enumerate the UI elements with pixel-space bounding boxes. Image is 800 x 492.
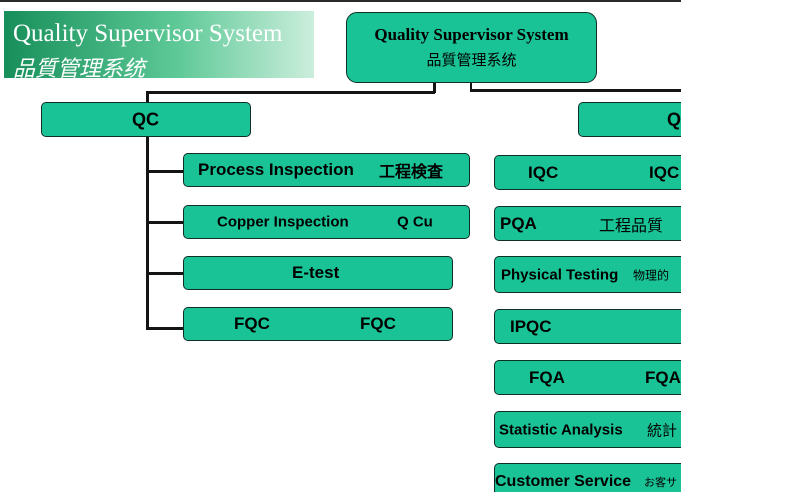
ipqc-node: IPQC xyxy=(494,309,681,344)
connector-qc-child-4 xyxy=(146,327,184,330)
e-test-node: E-test xyxy=(183,256,453,290)
copper-inspection-node: Copper Inspection Q Cu xyxy=(183,205,470,239)
connector-qc-child-2 xyxy=(146,221,184,224)
connector-to-qc xyxy=(146,91,149,103)
statistic-analysis-sub: 統計 xyxy=(647,422,678,439)
process-inspection-node: Process Inspection 工程検査 xyxy=(183,153,470,187)
connector-root-down xyxy=(433,83,436,93)
root-node-chinese: 品質管理系统 xyxy=(426,51,517,69)
physical-testing-node: Physical Testing 物理的 xyxy=(494,256,681,293)
q-node: Q xyxy=(578,102,681,137)
fqa-node: FQA FQA xyxy=(494,360,681,395)
connector-qc-child-1 xyxy=(146,170,184,173)
iqc-node: IQC IQC xyxy=(494,155,681,190)
root-node-english: Quality Supervisor System xyxy=(374,25,569,44)
title-english: Quality Supervisor System xyxy=(13,20,283,47)
ipqc-label: IPQC xyxy=(510,316,552,336)
pqa-label: PQA xyxy=(500,213,537,233)
customer-service-node: Customer Service お客サ xyxy=(494,463,681,492)
qc-node-label: QC xyxy=(132,109,159,129)
connector-horizontal-left xyxy=(146,91,435,94)
fqa-label: FQA xyxy=(529,367,565,387)
top-rule xyxy=(0,0,681,2)
fqc-sub: FQC xyxy=(360,314,396,333)
connector-root-right-down xyxy=(470,83,472,91)
customer-service-sub: お客サ xyxy=(644,476,677,489)
pqa-node: PQA 工程品質 xyxy=(494,206,681,241)
physical-testing-sub: 物理的 xyxy=(633,268,670,282)
title-chinese: 品質管理系统 xyxy=(13,57,146,82)
connector-qc-child-3 xyxy=(146,272,184,275)
physical-testing-label: Physical Testing xyxy=(501,266,619,283)
pqa-sub: 工程品質 xyxy=(599,217,664,235)
iqc-sub: IQC xyxy=(649,162,680,182)
q-node-label: Q xyxy=(667,109,681,129)
statistic-analysis-node: Statistic Analysis 統計 xyxy=(494,411,681,448)
statistic-analysis-label: Statistic Analysis xyxy=(499,421,623,438)
copper-inspection-sub: Q Cu xyxy=(397,213,433,231)
root-node: Quality Supervisor System 品質管理系统 xyxy=(346,12,597,83)
fqa-sub: FQA xyxy=(645,367,681,387)
connector-qc-trunk xyxy=(146,136,149,330)
process-inspection-label: Process Inspection xyxy=(198,160,354,179)
process-inspection-sub: 工程検査 xyxy=(379,164,444,181)
iqc-label: IQC xyxy=(528,162,559,182)
qc-node: QC xyxy=(41,102,251,137)
fqc-node: FQC FQC xyxy=(183,307,453,341)
title-banner: Quality Supervisor System 品質管理系统 xyxy=(4,11,314,82)
customer-service-label: Customer Service xyxy=(495,472,632,490)
org-chart-slide: Quality Supervisor System 品質管理系统 Quality… xyxy=(0,0,681,492)
e-test-label: E-test xyxy=(292,263,340,282)
connector-horizontal-right xyxy=(470,89,681,92)
copper-inspection-label: Copper Inspection xyxy=(217,213,349,231)
fqc-label: FQC xyxy=(234,314,270,333)
